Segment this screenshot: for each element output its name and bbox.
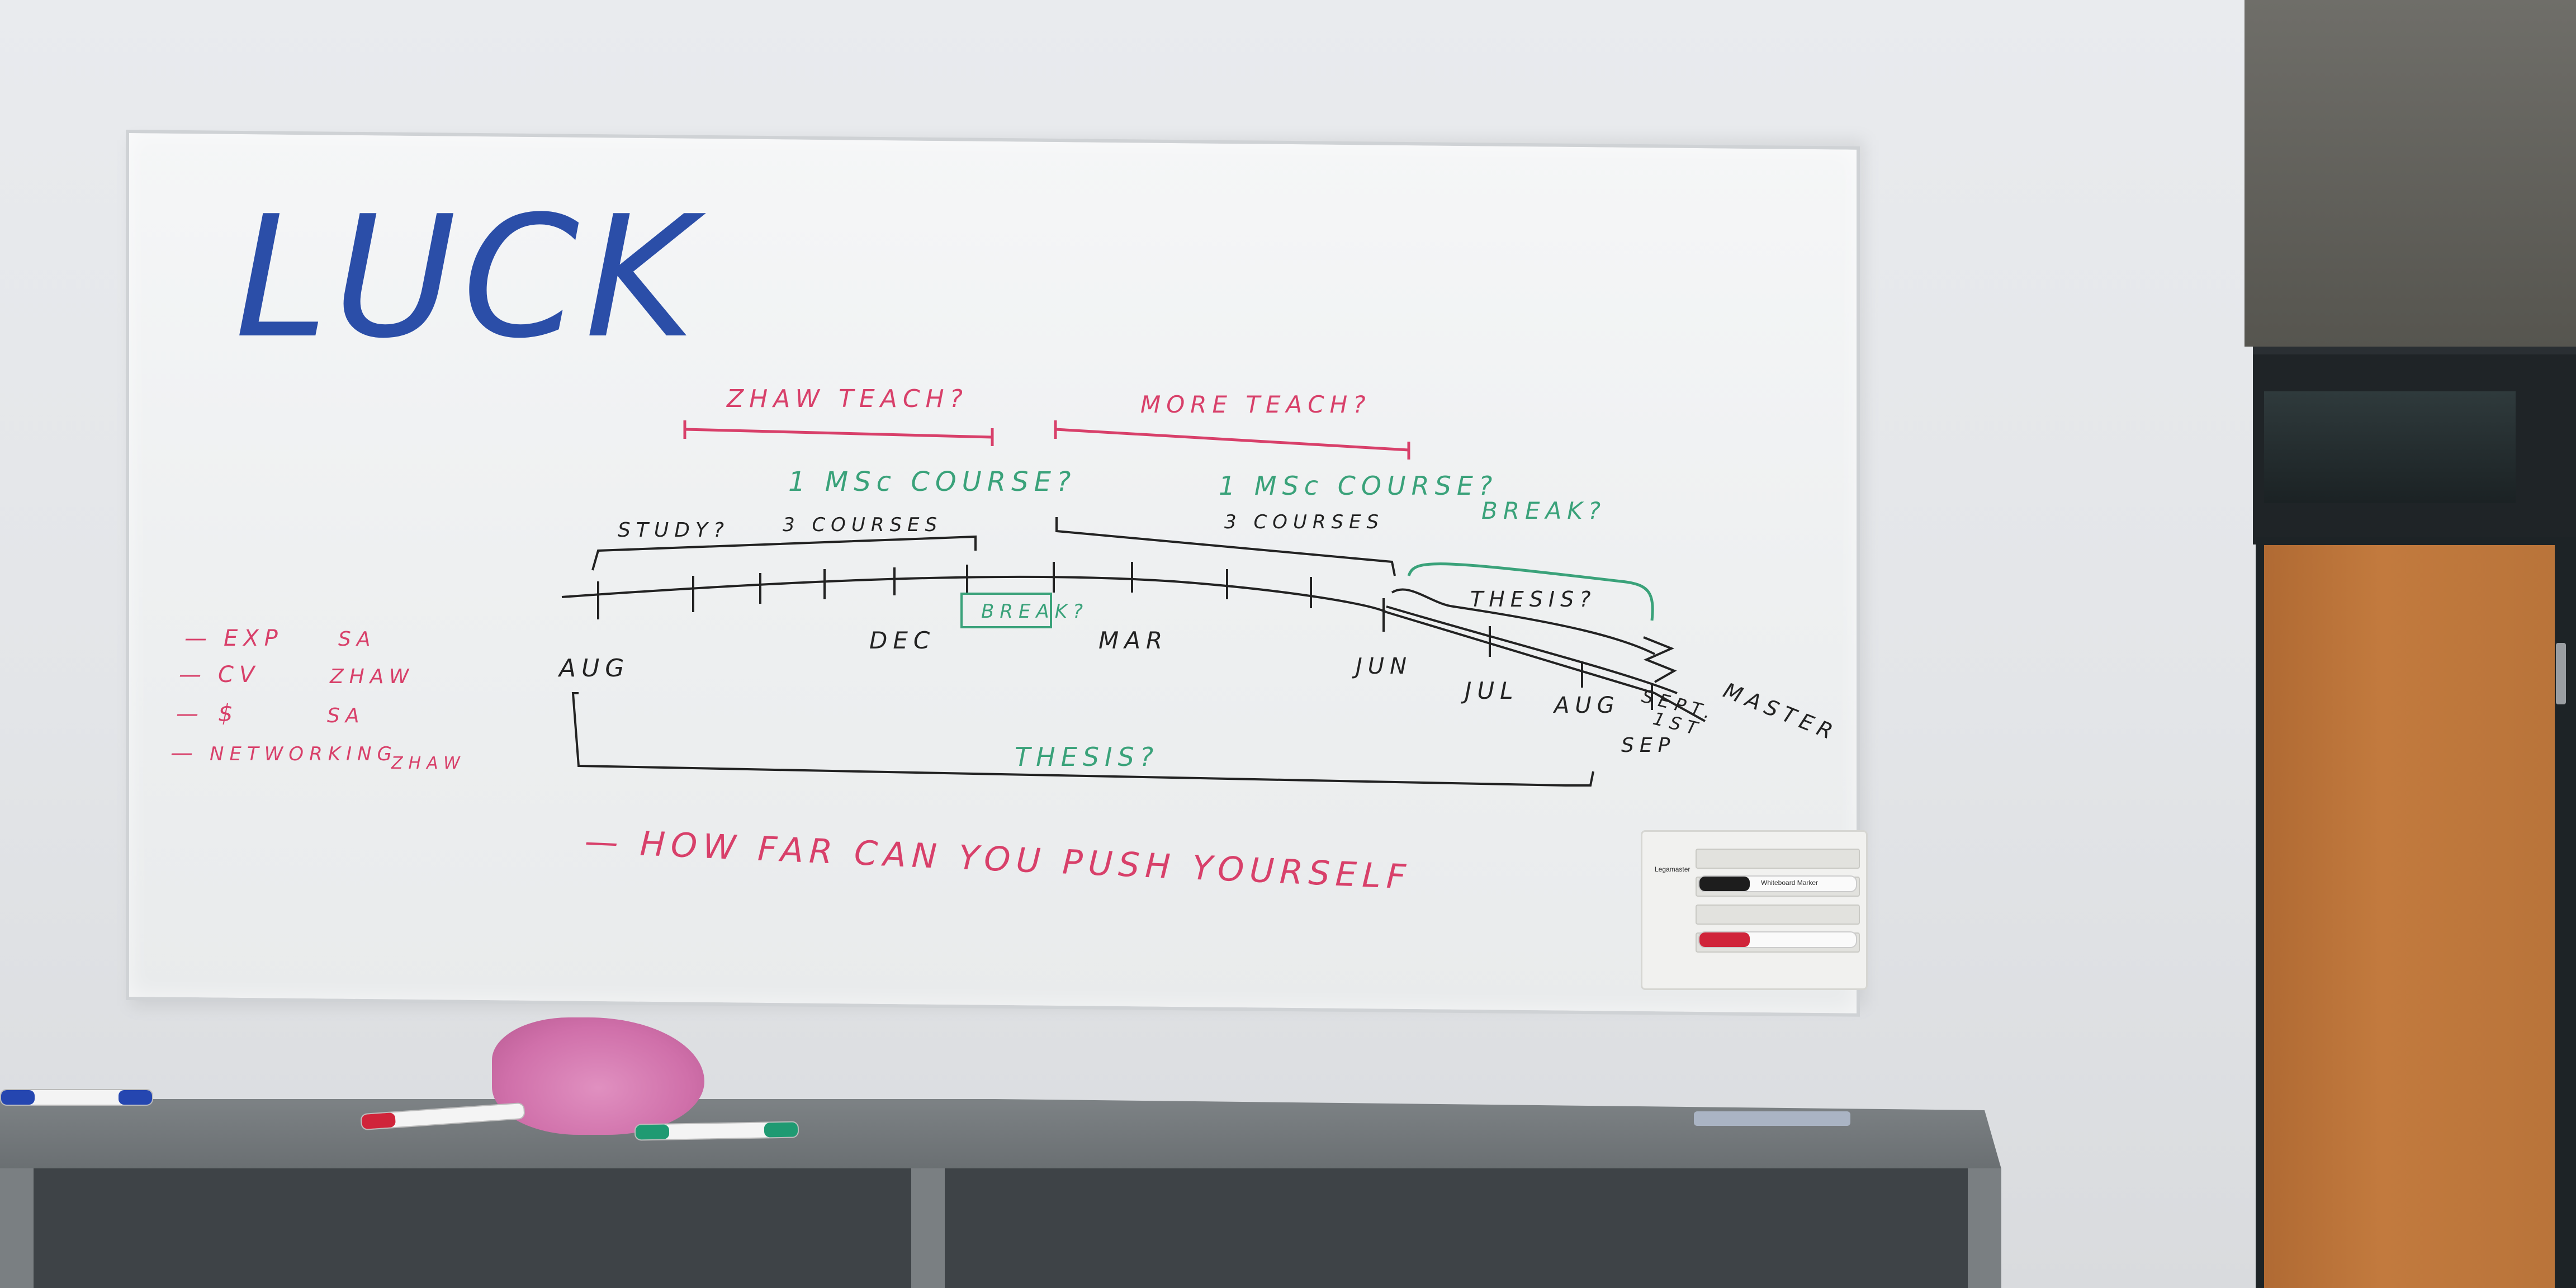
thesis-bracket-green [1407,562,1654,621]
tray-marker-red[interactable] [1698,931,1857,948]
timeline-line [561,562,1706,722]
board-title: LUCK [235,180,708,375]
month-dec: DEC [869,627,935,654]
branch-master: MASTER [1720,678,1841,746]
bottom-note: — HOW FAR CAN YOU PUSH YOURSELF [584,822,1412,897]
msc-course-label-1: 1 MSc COURSE? [788,466,1076,498]
break-box [960,593,1052,628]
list-exp: EXP [224,626,283,651]
month-aug: AUG [557,654,629,683]
more-teach-bracket [1054,420,1410,460]
whiteboard-eraser[interactable] [1694,1111,1850,1126]
pink-cloth[interactable] [492,1017,704,1135]
msc-course-label-2: 1 MSc COURSE? [1219,471,1498,501]
list-networking: NETWORKING [210,743,397,765]
branch-strokes [1643,636,1677,683]
tray-marker-label: Whiteboard Marker [1761,879,1819,887]
course-brackets [591,517,1396,576]
door-hinge [2556,643,2566,704]
list-cv-zhaw: ZHAW [329,665,414,688]
thesis-bracket-black [1391,588,1655,655]
desk-divider [911,1168,945,1288]
zhaw-teach-label: ZHAW TEACH? [726,385,968,413]
study-label: STUDY? [618,519,730,542]
desk-leg-right [1968,1168,2001,1288]
month-mar: MAR [1098,627,1168,654]
tray-slot-1 [1696,849,1860,869]
svg-text:—: — [184,626,212,651]
desk-front [0,1168,2001,1288]
svg-text:—: — [171,740,198,766]
tray-marker-black[interactable]: Whiteboard Marker [1698,875,1857,892]
break-label-1: BREAK? [1481,497,1606,524]
desk-marker-green[interactable] [634,1121,799,1141]
left-list: — EXP SA — CV ZHAW — $ SA — NETWORKING Z… [171,626,466,773]
thesis-label-right: THESIS? [1470,587,1596,612]
zhaw-teach-bracket [683,420,994,446]
window-glass [2264,391,2516,503]
long-thesis-bracket [571,692,1594,787]
marker-tray: Legamaster Whiteboard Marker [1641,830,1868,990]
courses-label-1: 3 COURSES [783,514,943,536]
door [2264,545,2555,1288]
list-networking-zhaw: ZHAW [391,754,466,773]
list-exp-sa: SA [338,628,376,651]
month-jul: JUL [1461,677,1519,704]
month-jun: JUN [1352,654,1412,679]
tray-slot-3 [1696,905,1860,925]
thesis-label-short: THESIS? [1015,742,1159,772]
tray-brand: Legamaster [1655,865,1690,873]
ceiling [2244,0,2576,347]
svg-text:—: — [179,662,207,688]
list-money-sa: SA [327,704,364,727]
courses-label-2: 3 COURSES [1224,511,1384,533]
svg-text:—: — [176,701,204,727]
break-label-2: BREAK? [981,600,1088,623]
month-aug-2: AUG [1552,693,1620,718]
month-sep: SEP [1621,734,1675,757]
desk-top [0,1099,2001,1169]
desk-marker-blue[interactable] [0,1089,153,1106]
list-money: $ [218,699,239,727]
list-cv: CV [218,662,260,688]
more-teach-label: MORE TEACH? [1140,391,1371,418]
desk-leg-left [0,1168,34,1288]
